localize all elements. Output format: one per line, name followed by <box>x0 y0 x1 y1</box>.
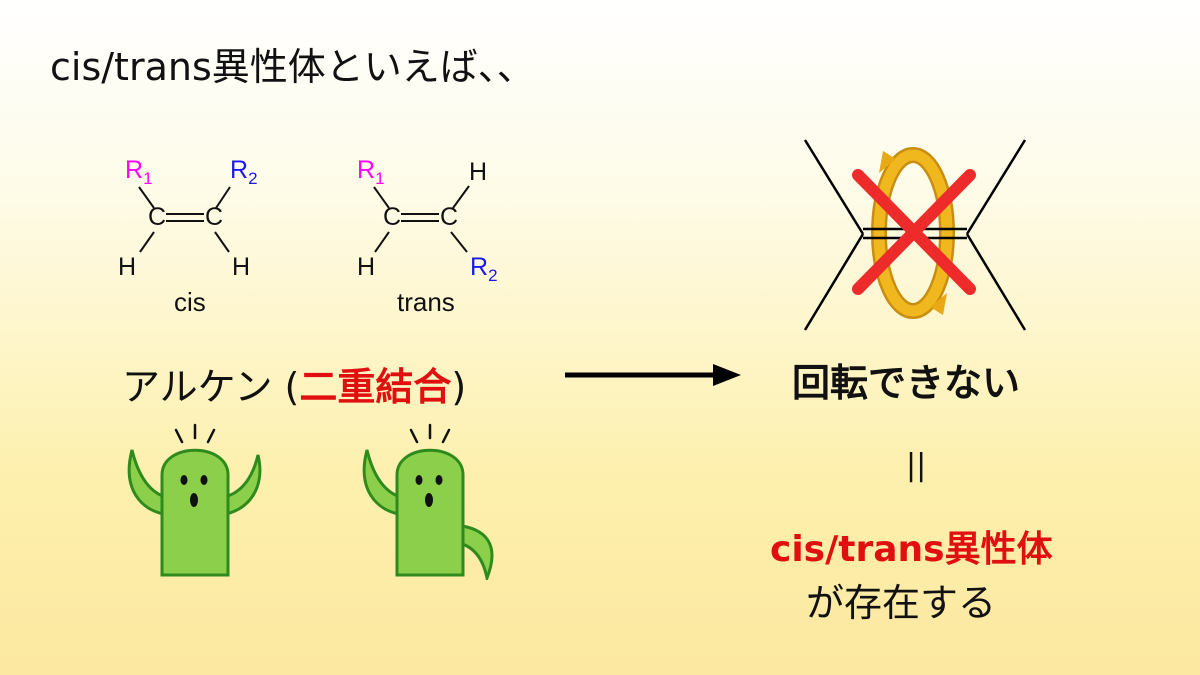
cis-r1: R1 <box>125 156 153 188</box>
cis-bonds <box>138 186 231 253</box>
cis-r2: R2 <box>230 156 258 188</box>
cis-molecule: R1 R2 C C H H cis <box>110 150 290 320</box>
trans-hydrogen-left: H <box>357 253 376 281</box>
trans-label: trans <box>397 287 455 317</box>
trans-molecule: R1 H C C H R2 trans <box>345 150 545 320</box>
rotation-ring-icon <box>871 147 955 319</box>
trans-r1: R1 <box>357 156 385 188</box>
trans-hydrogen-top: H <box>469 158 488 186</box>
cactus-character-icon <box>127 423 262 577</box>
cis-hydrogen-left: H <box>118 253 137 281</box>
no-rotation-text: 回転できない <box>792 361 1021 405</box>
isomer-exists-highlight: cis/trans異性体 <box>770 529 1053 570</box>
cis-carbon-right: C <box>205 203 224 231</box>
trans-bonds <box>373 185 470 253</box>
trans-carbon-right: C <box>440 203 459 231</box>
equals-sign: || <box>906 448 927 483</box>
cis-carbon-left: C <box>148 203 167 231</box>
alkene-label: アルケン (二重結合) <box>122 356 466 411</box>
trans-carbon-left: C <box>383 203 402 231</box>
right-arrow-icon <box>565 364 741 386</box>
isomer-exists-text: が存在する <box>806 581 997 625</box>
trans-r2: R2 <box>470 253 498 285</box>
double-bond-text: 二重結合 <box>299 365 452 409</box>
cis-hydrogen-right: H <box>232 253 251 281</box>
page-title: cis/trans異性体といえば、、 <box>50 45 535 89</box>
cactus-character-icon <box>362 423 494 580</box>
cis-label: cis <box>174 287 206 317</box>
alkene-suffix: ) <box>451 365 467 409</box>
cross-mark-icon <box>852 169 976 295</box>
no-rotation-diagram <box>803 139 1027 331</box>
alkene-prefix: アルケン ( <box>122 365 300 409</box>
